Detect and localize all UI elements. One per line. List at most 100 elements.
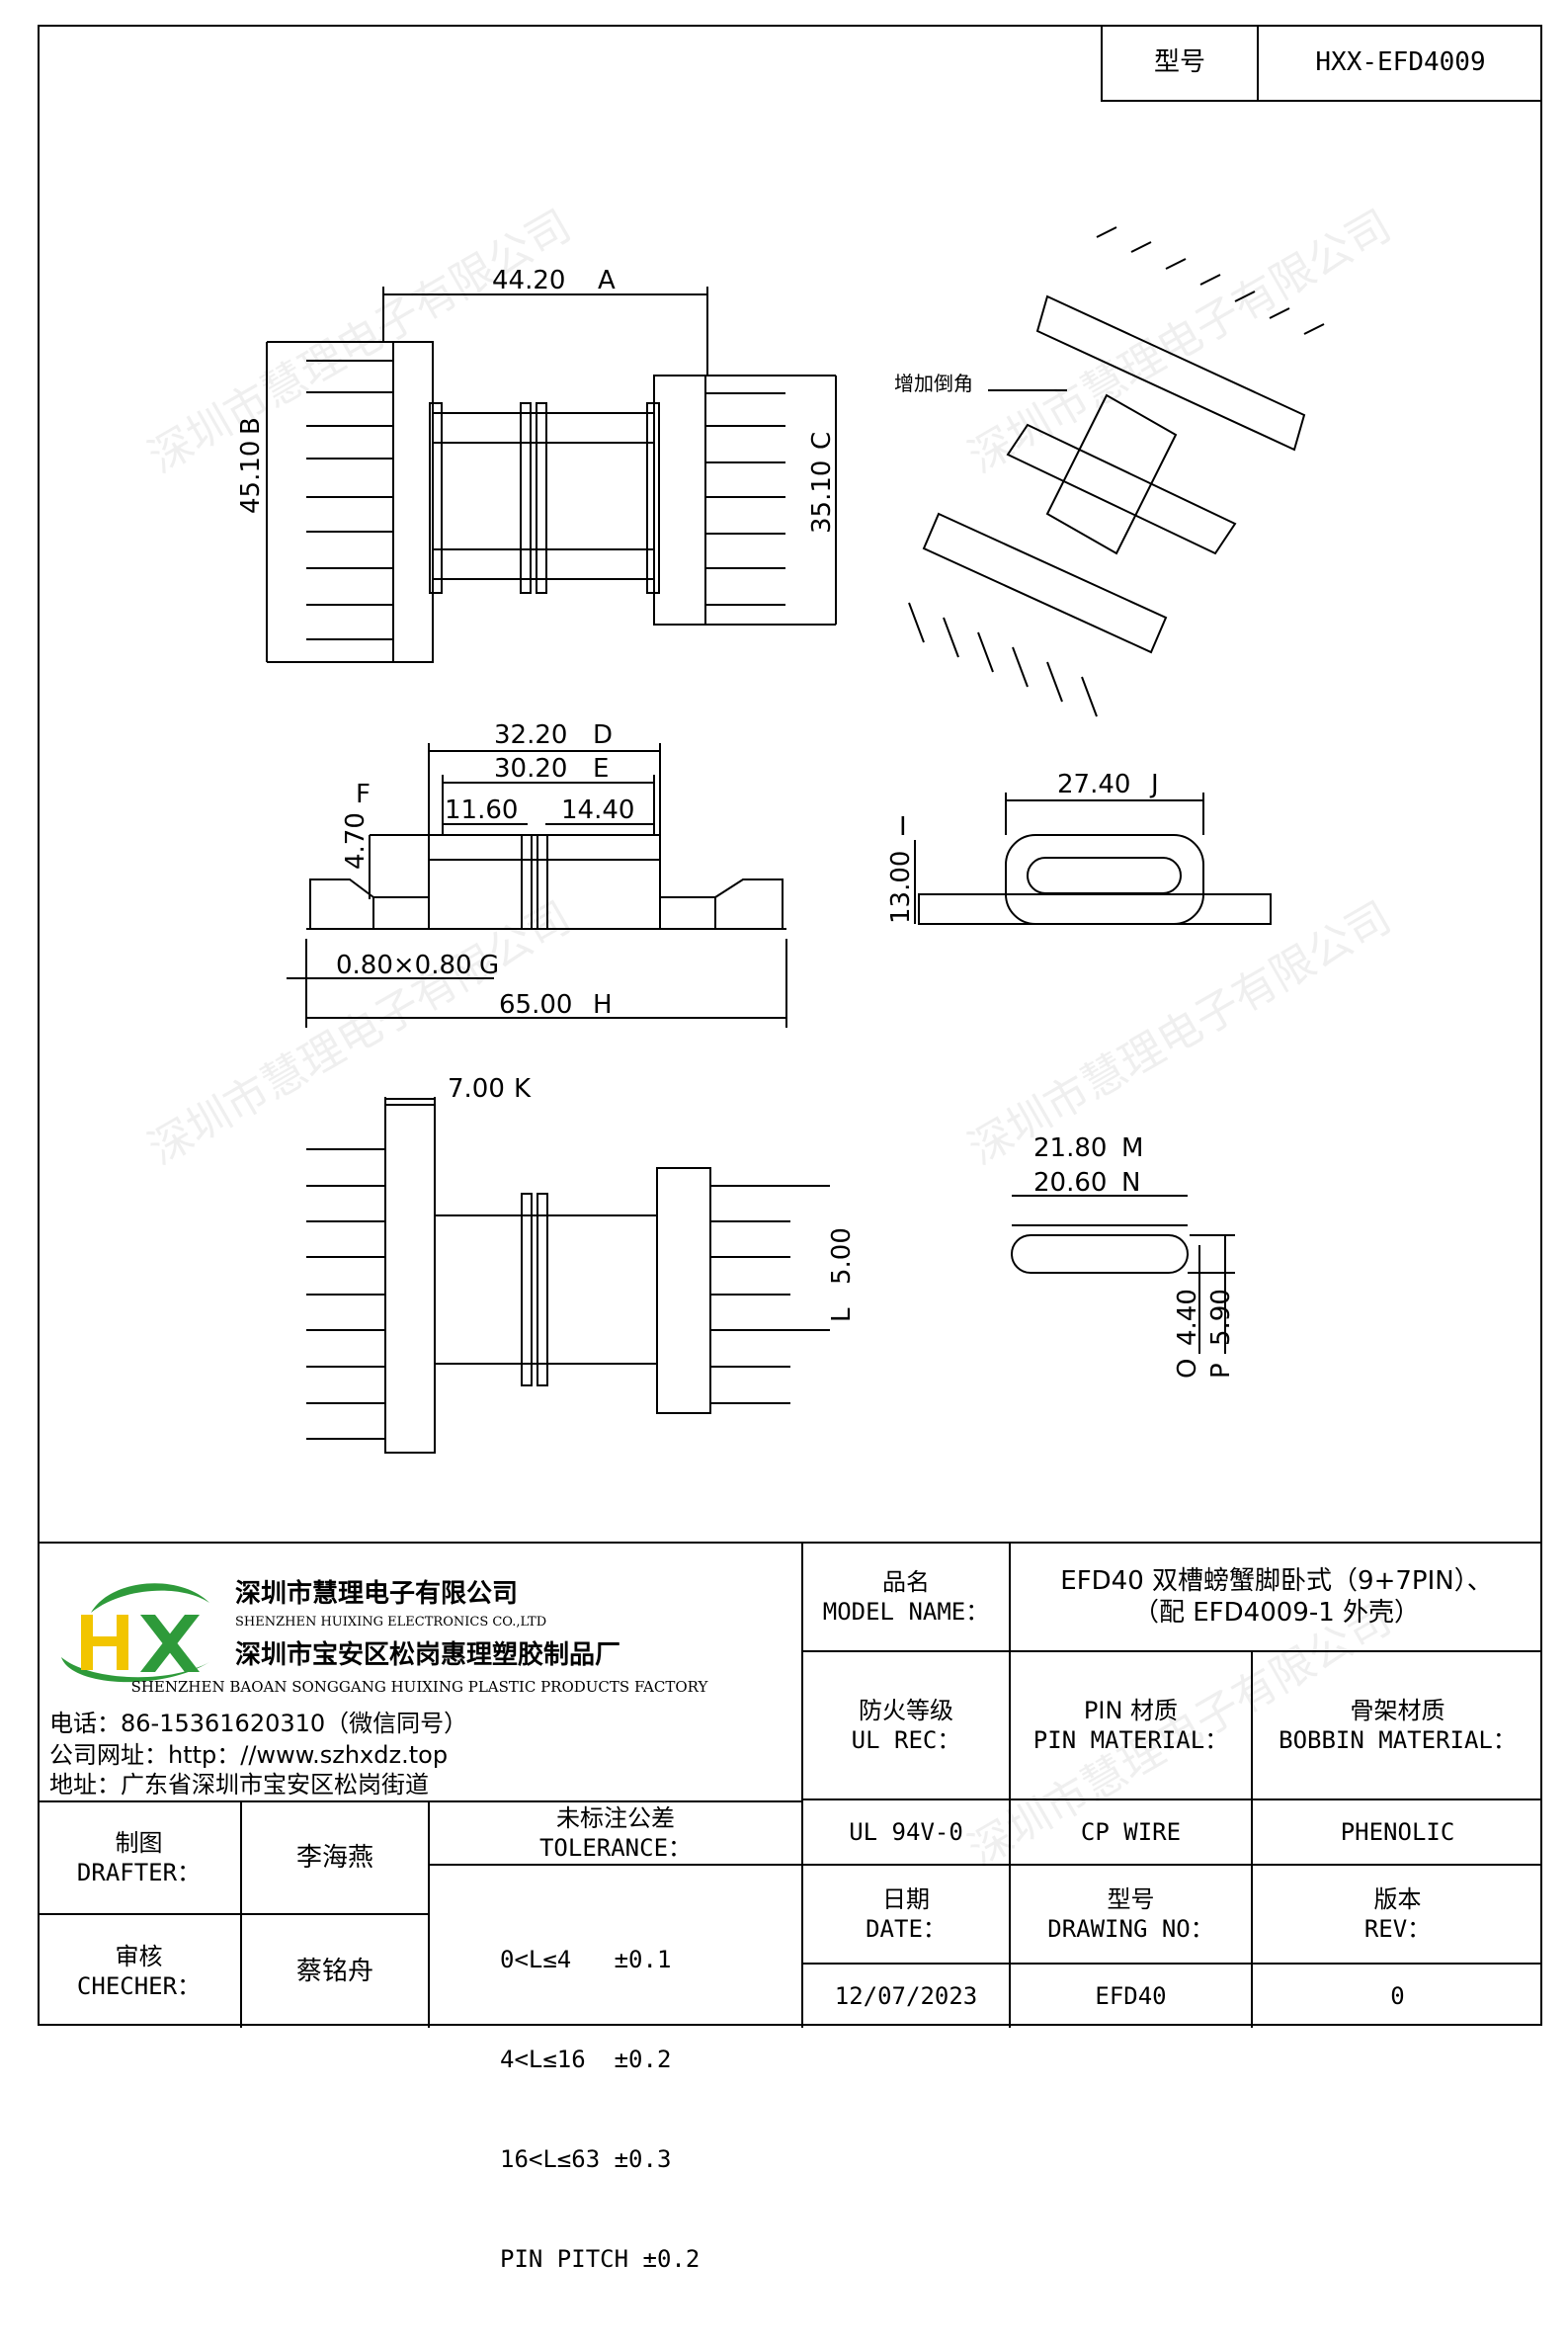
dim-H: 65.00 <box>499 990 572 1020</box>
rev-label-cn: 版本 <box>1373 1885 1422 1913</box>
dim-11-60: 11.60 <box>445 795 518 825</box>
drafter-label: 制图 DRAFTER： <box>38 1802 242 1915</box>
dim-C-tag: C <box>807 432 837 450</box>
company-website: 公司网址：http：//www.szhxdz.top <box>49 1741 449 1769</box>
company-phone: 电话：86-15361620310（微信同号） <box>49 1710 468 1737</box>
model-name-label-en: MODEL NAME： <box>822 1598 990 1626</box>
date-label: 日期 DATE： <box>803 1866 1011 1965</box>
dim-F: 4.70 <box>341 812 371 870</box>
dim-L: 5.00 <box>827 1227 857 1285</box>
top-view <box>266 287 837 663</box>
side-view <box>914 793 1272 925</box>
tolerance-item: PIN PITCH ±0.2 <box>500 2244 701 2273</box>
rev-label-en: REV： <box>1363 1915 1432 1943</box>
dim-F-tag: F <box>356 780 371 809</box>
pin-material-label-en: PIN MATERIAL： <box>1032 1726 1229 1754</box>
title-block: 深圳市慧理电子有限公司 SHENZHEN HUIXING ELECTRONICS… <box>38 1542 1542 2273</box>
tolerance-list: 0<L≤4 ±0.1 4<L≤16 ±0.2 16<L≤63 ±0.3 PIN … <box>500 1878 700 2342</box>
ul-rec-label-en: UL REC： <box>851 1726 961 1754</box>
dim-G: 0.80×0.80 <box>336 951 472 980</box>
date-label-en: DATE： <box>866 1915 947 1943</box>
dim-O-tag: O <box>1173 1359 1202 1379</box>
dim-P-tag: P <box>1206 1363 1236 1379</box>
checker-label-cn: 审核 <box>115 1943 163 1970</box>
dim-O: 4.40 <box>1173 1289 1202 1346</box>
ul-rec-label-cn: 防火等级 <box>859 1697 953 1724</box>
divider <box>801 1544 803 2028</box>
bobbin-material-value: PHENOLIC <box>1253 1800 1542 1866</box>
model-name-value-line1: EFD40 双槽螃蟹脚卧式（9+7PIN）、 <box>1060 1565 1493 1596</box>
drawing-no-label-cn: 型号 <box>1107 1885 1155 1913</box>
model-header-value: HXX-EFD4009 <box>1315 46 1486 77</box>
dim-B: 45.10 <box>236 441 266 514</box>
lower-left-top-border <box>38 1800 801 1802</box>
model-header-label: 型号 <box>1103 25 1259 100</box>
factory-name-cn: 深圳市宝安区松岗惠理塑胶制品厂 <box>235 1640 621 1670</box>
pin-material-value: CP WIRE <box>1011 1800 1253 1866</box>
model-header-box: 型号 HXX-EFD4009 <box>1101 25 1542 102</box>
drawing-no-label: 型号 DRAWING NO： <box>1011 1866 1253 1965</box>
dim-E: 30.20 <box>494 754 567 784</box>
factory-name-en: SHENZHEN BAOAN SONGGANG HUIXING PLASTIC … <box>130 1678 708 1696</box>
tolerance-item: 16<L≤63 ±0.3 <box>500 2144 672 2173</box>
company-name-cn: 深圳市慧理电子有限公司 <box>235 1579 519 1609</box>
tolerance-label-en: TOLERANCE： <box>538 1834 693 1862</box>
dim-I-tag: I <box>899 812 907 842</box>
bobbin-material-label-en: BOBBIN MATERIAL： <box>1279 1726 1517 1754</box>
drawing-no-label-en: DRAWING NO： <box>1047 1915 1214 1943</box>
dim-D: 32.20 <box>494 720 567 750</box>
dim-A-tag: A <box>598 266 616 295</box>
pin-material-label: PIN 材质 PIN MATERIAL： <box>1011 1652 1253 1800</box>
dim-N: 20.60 <box>1033 1168 1107 1198</box>
isometric-view <box>908 226 1325 717</box>
model-name-value: EFD40 双槽螃蟹脚卧式（9+7PIN）、 （配 EFD4009-1 外壳） <box>1011 1544 1542 1652</box>
dim-G-tag: G <box>479 951 499 980</box>
dim-M: 21.80 <box>1033 1133 1107 1163</box>
company-name-en: SHENZHEN HUIXING ELECTRONICS CO.,LTD <box>235 1615 547 1630</box>
dim-L-tag: L <box>827 1307 857 1322</box>
drafter-name: 李海燕 <box>242 1802 430 1915</box>
company-logo <box>61 1583 209 1683</box>
checker-label: 审核 CHECHER： <box>38 1915 242 2028</box>
dim-C: 35.10 <box>807 460 837 534</box>
dim-P: 5.90 <box>1206 1289 1236 1346</box>
drawing-no-value: EFD40 <box>1011 1965 1253 2028</box>
ul-rec-value: UL 94V-0 <box>803 1800 1011 1866</box>
technical-drawing: 44.20 A 45.10 B 35.10 C 32.20 D 30.20 E … <box>236 226 1325 1454</box>
dim-A: 44.20 <box>492 266 565 295</box>
tolerance-item: 4<L≤16 ±0.2 <box>500 2045 672 2073</box>
bobbin-material-label: 骨架材质 BOBBIN MATERIAL： <box>1253 1652 1542 1800</box>
rev-label: 版本 REV： <box>1253 1866 1542 1965</box>
company-address: 地址：广东省深圳市宝安区松岗街道 <box>49 1771 429 1798</box>
dim-E-tag: E <box>593 754 609 784</box>
dim-B-tag: B <box>236 417 266 435</box>
drafter-label-en: DRAFTER： <box>76 1859 202 1886</box>
rev-value: 0 <box>1390 1982 1405 2010</box>
dim-H-tag: H <box>593 990 613 1020</box>
ul-rec-label: 防火等级 UL REC： <box>803 1652 1011 1800</box>
checker-label-en: CHECHER： <box>76 1972 202 2000</box>
bobbin-material-label-cn: 骨架材质 <box>1350 1697 1445 1724</box>
company-area: 深圳市慧理电子有限公司 SHENZHEN HUIXING ELECTRONICS… <box>38 1544 801 1800</box>
dim-J: 27.40 <box>1057 770 1130 799</box>
dim-N-tag: N <box>1121 1168 1140 1198</box>
model-name-label: 品名 MODEL NAME： <box>803 1544 1011 1652</box>
note-chamfer: 增加倒角 <box>894 372 973 395</box>
model-name-value-line2: （配 EFD4009-1 外壳） <box>1132 1598 1421 1628</box>
oval-view <box>1011 1195 1235 1354</box>
dim-K-tag: K <box>514 1074 532 1104</box>
front-view <box>287 743 787 1028</box>
dim-J-tag: J <box>1149 770 1159 799</box>
tolerance-label-cn: 未标注公差 <box>556 1804 675 1832</box>
dim-M-tag: M <box>1121 1133 1143 1163</box>
dim-14-40: 14.40 <box>561 795 634 825</box>
date-label-cn: 日期 <box>882 1885 930 1913</box>
drafter-label-cn: 制图 <box>115 1829 163 1857</box>
dim-D-tag: D <box>593 720 613 750</box>
tolerance-label: 未标注公差 TOLERANCE： <box>430 1802 801 1866</box>
date-value: 12/07/2023 <box>803 1965 1011 2028</box>
pin-material-label-cn: PIN 材质 <box>1083 1697 1179 1724</box>
bottom-view <box>306 1097 830 1454</box>
model-name-label-cn: 品名 <box>882 1568 930 1596</box>
checker-name: 蔡铭舟 <box>242 1915 430 2028</box>
